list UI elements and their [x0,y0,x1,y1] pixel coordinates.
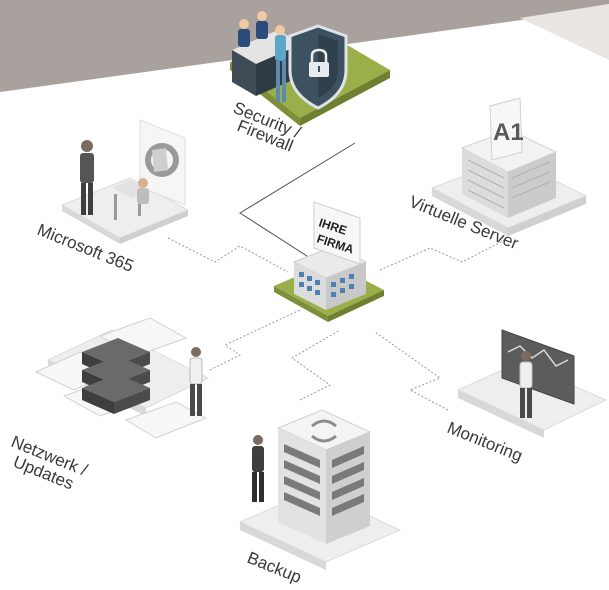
monitor-graph [507,345,569,367]
technician-person-icon [189,347,203,416]
connector-microsoft [167,237,289,273]
backup-server-slots [284,444,364,516]
microsoft-node: Microsoft 365 [35,119,190,276]
company-sign [313,201,361,265]
connector-monitoring [374,331,449,411]
virtual-server-node: A1 Virtuelle Server [407,97,588,253]
team-people-icon [238,11,286,102]
desk-laptop-icon [112,178,150,220]
security-node: Security / Firewall [230,11,390,156]
banner-highlight [520,4,609,60]
monitoring-node: Monitoring [445,329,608,465]
a1-sign [489,97,523,161]
connector-security [239,142,356,259]
sync-arrows-icon [311,419,337,443]
person-standing-icon [80,140,94,215]
monitor-screen [501,329,575,405]
office-logo-icon [145,143,179,177]
monitoring-label: Monitoring [445,418,526,465]
server-stack-icon [82,338,150,414]
server-grid [467,159,551,209]
connector-virtual [379,239,506,271]
connector-lines [167,142,506,411]
backup-node: Backup [238,409,402,587]
connector-backup [291,329,341,401]
a1-logo: A1 [493,119,524,146]
monitoring-person-icon [519,351,533,418]
network-node: Netzwerk / Updates [9,317,210,493]
shield-lock-icon [288,24,348,110]
connector-network [209,309,301,371]
backup-person-icon [252,435,264,502]
building-windows [299,272,354,297]
company-node: IHRE FIRMA [274,201,384,322]
